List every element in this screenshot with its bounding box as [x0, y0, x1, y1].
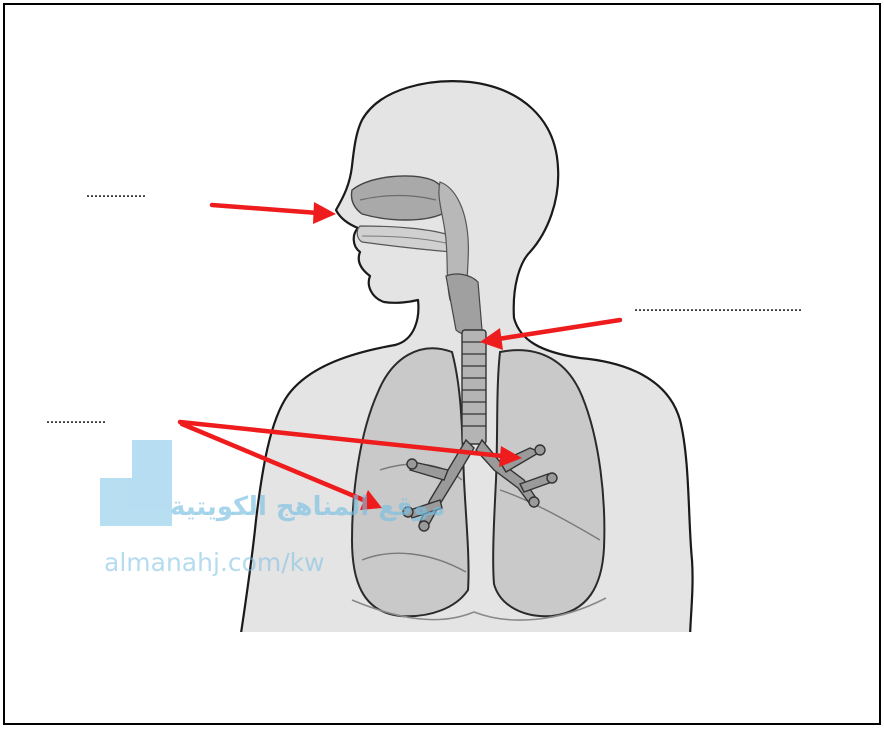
watermark-latin-text: almanahj.com/kw	[104, 548, 325, 577]
lungs-answer-blank: ...............	[46, 410, 106, 428]
nose-answer-blank: ...............	[86, 184, 146, 202]
trachea	[462, 330, 486, 444]
watermark-logo	[100, 440, 172, 526]
nasal-cavity	[351, 176, 446, 220]
arrow-to-nose	[212, 202, 336, 224]
trachea-answer-blank: ........................................…	[634, 298, 802, 316]
watermark-arabic-text: موقع المناهج الكويتية	[170, 492, 445, 522]
